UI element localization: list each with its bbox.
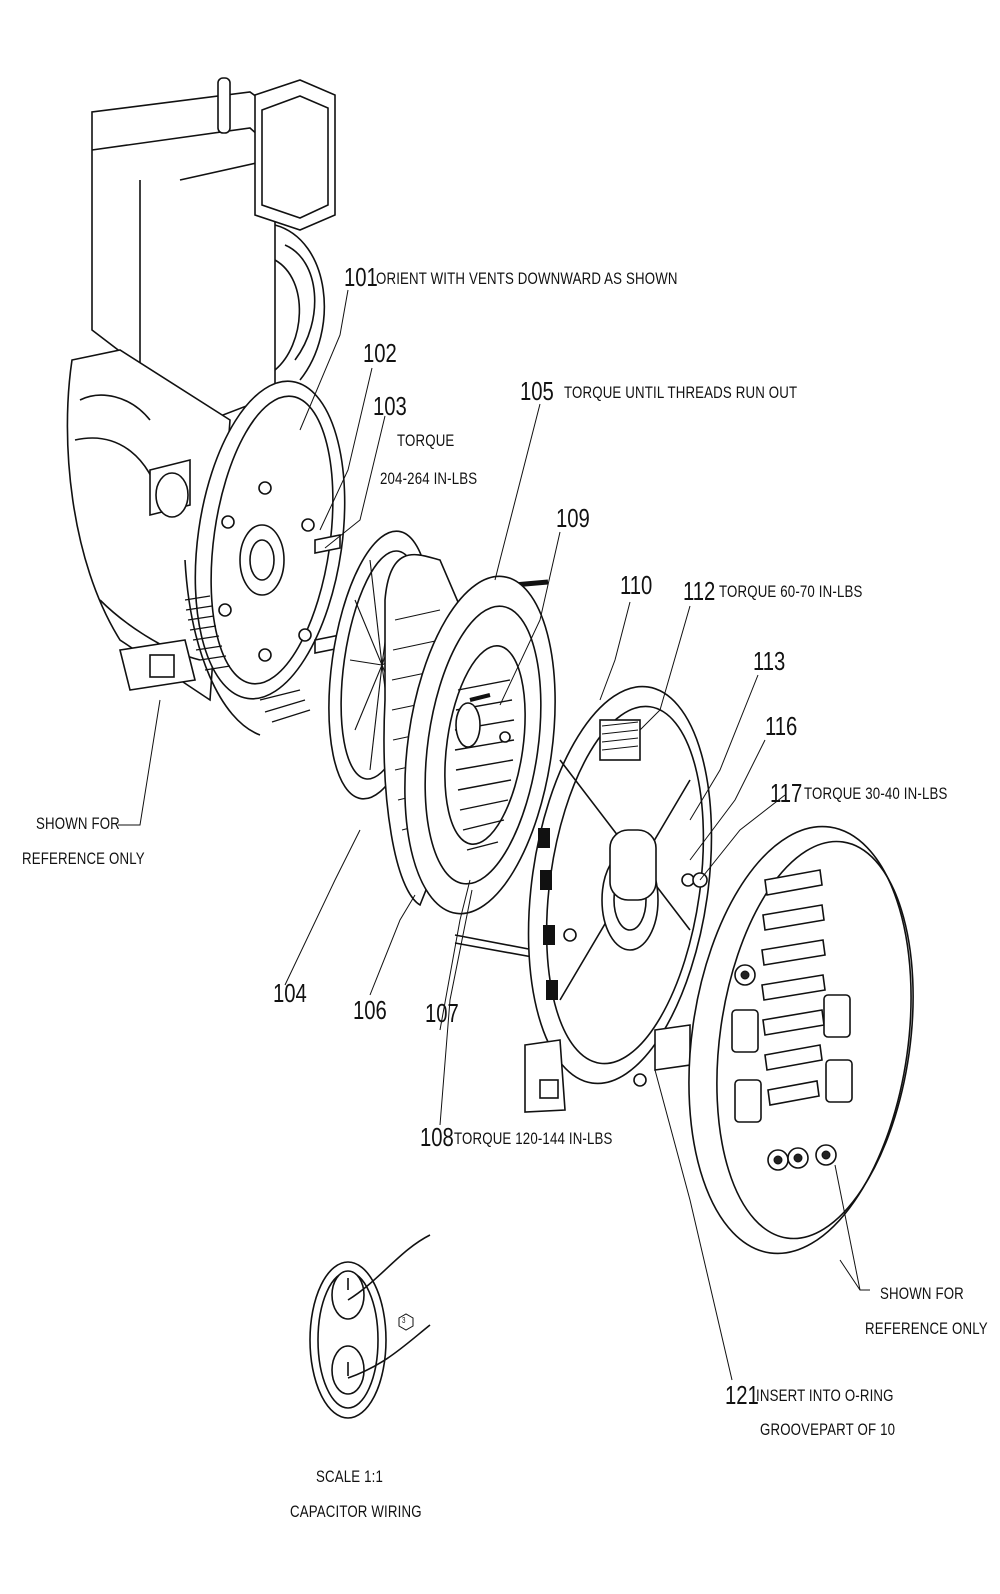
note-108: TORQUE 120-144 IN-LBS xyxy=(454,1129,613,1148)
note-103-line1: TORQUE xyxy=(397,431,455,450)
callout-106: 106 xyxy=(353,995,387,1025)
part-109-stator xyxy=(404,575,556,915)
hex-mark: 3 xyxy=(402,1316,406,1325)
note-105: TORQUE UNTIL THREADS RUN OUT xyxy=(564,383,798,402)
scale-label: SCALE 1:1 xyxy=(316,1467,384,1486)
note-112: TORQUE 60-70 IN-LBS xyxy=(719,582,863,601)
callout-109: 109 xyxy=(556,503,590,533)
ref-right-line2: REFERENCE ONLY xyxy=(865,1319,988,1338)
leader-lines xyxy=(118,289,870,1381)
end-cover-reference xyxy=(688,825,914,1255)
callout-101: 101 xyxy=(344,262,378,292)
part-110-end-bell xyxy=(524,685,713,1113)
callout-104: 104 xyxy=(273,978,307,1008)
ref-left-line2: REFERENCE ONLY xyxy=(22,849,145,868)
callout-117: 117 xyxy=(770,778,803,808)
callout-121: 121 xyxy=(725,1380,759,1410)
note-103-line2: 204-264 IN-LBS xyxy=(380,469,478,488)
callout-102: 102 xyxy=(363,338,397,368)
note-117: TORQUE 30-40 IN-LBS xyxy=(804,784,948,803)
callout-112: 112 xyxy=(683,576,716,606)
engine-reference-drawing xyxy=(66,77,336,702)
callout-107: 107 xyxy=(425,998,459,1028)
callout-110: 110 xyxy=(620,570,653,600)
callout-105: 105 xyxy=(520,376,554,406)
detail-caption: CAPACITOR WIRING xyxy=(290,1502,422,1521)
note-121-line2: GROOVEPART OF 10 xyxy=(760,1420,896,1439)
ref-left-line1: SHOWN FOR xyxy=(36,814,120,833)
capacitor-wiring-detail xyxy=(309,1234,431,1419)
note-121-line1: INSERT INTO O-RING xyxy=(756,1386,894,1405)
callout-113: 113 xyxy=(753,646,786,676)
callout-103: 103 xyxy=(373,391,407,421)
callout-116: 116 xyxy=(765,711,798,741)
ref-right-line1: SHOWN FOR xyxy=(880,1284,964,1303)
part-101-adapter-housing xyxy=(184,380,346,736)
note-101: ORIENT WITH VENTS DOWNWARD AS SHOWN xyxy=(376,269,678,288)
callout-108: 108 xyxy=(420,1122,454,1152)
